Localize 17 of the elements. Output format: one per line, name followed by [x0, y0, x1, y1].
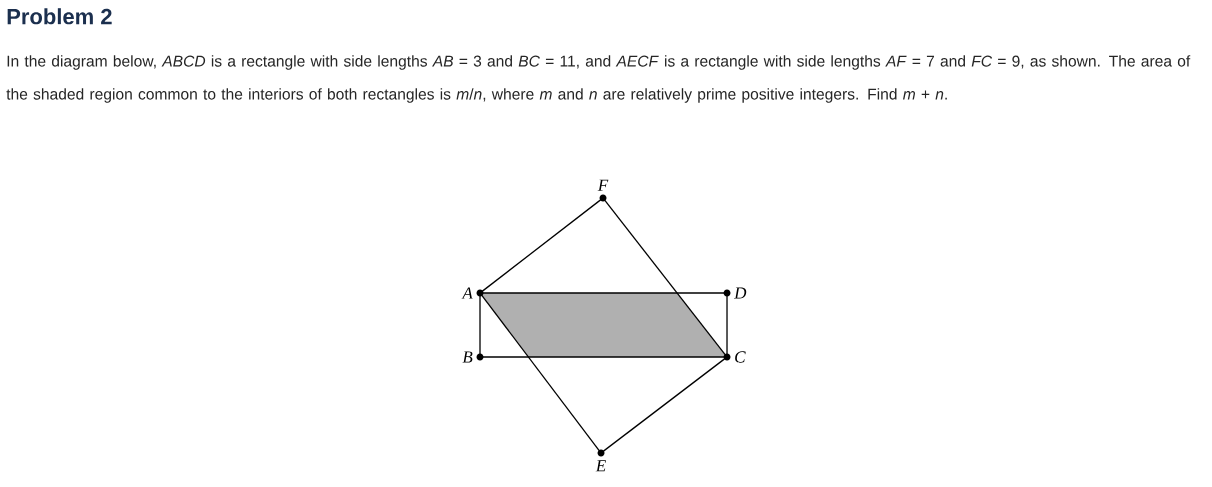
point-label: F	[597, 179, 609, 191]
point-label: A	[461, 287, 473, 299]
problem-text: In the diagram below, ABCD is a rectangle with side lengths AB = 3 and BC = 11, and AECF is a rectangle with side lengths AF = 7 and FC = 9, as shown. The area of the shaded region common to the interiors of both rectangles is m/n, where m and n are relatively prime positive integers. Find m + n.	[6, 55, 1191, 103]
line-segment	[479, 356, 728, 358]
point-label: B	[462, 351, 473, 363]
line-segment	[479, 292, 602, 454]
line-segment	[479, 292, 481, 358]
line-segment	[726, 292, 728, 358]
shaded-region	[480, 293, 727, 357]
point-label: E	[595, 460, 606, 472]
title: Problem 2	[7, 8, 112, 25]
line-segment	[600, 356, 728, 454]
point-label: C	[735, 351, 746, 363]
line-segment	[479, 292, 728, 294]
line-segment	[602, 197, 728, 358]
point-label: D	[734, 287, 747, 299]
line-segment	[479, 197, 604, 294]
